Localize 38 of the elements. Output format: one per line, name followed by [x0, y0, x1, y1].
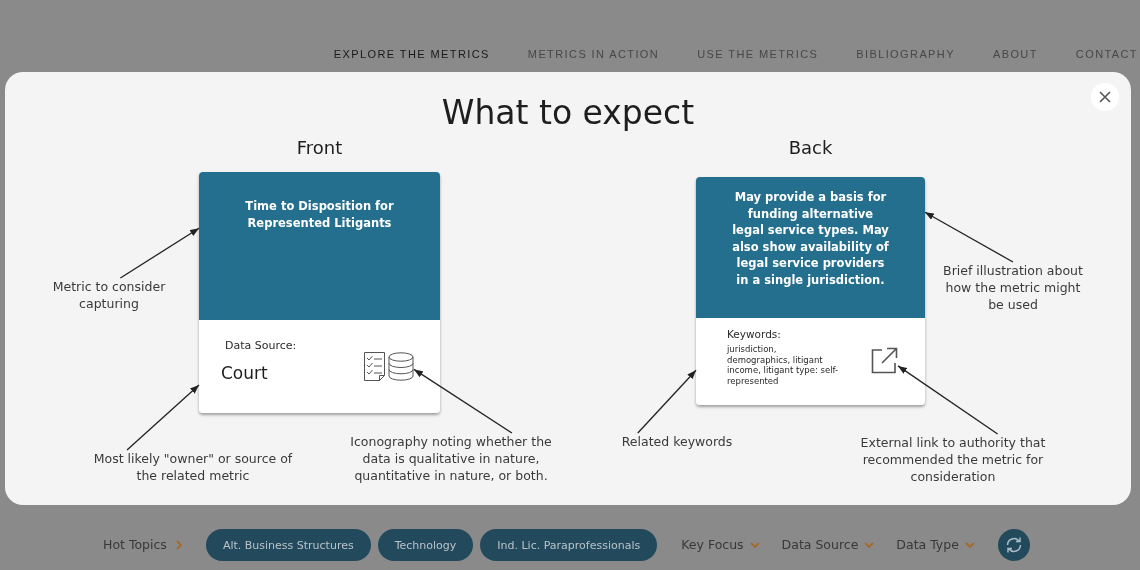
nav-link: METRICS IN ACTION	[527, 48, 660, 61]
dialog-title: What to expect	[441, 93, 695, 132]
nav-link: USE THE METRICS	[697, 48, 819, 61]
nav-link: ABOUT	[992, 48, 1038, 61]
topic-filter-button: Technology	[377, 529, 474, 561]
usage-description: May provide a basis for funding alternative legal service types. May also show availability of legal service providers in a single jurisdiction.	[731, 189, 890, 288]
annotation-text: Most likely "owner" or source of the related metric	[93, 450, 293, 484]
annotation-text: External link to authority that recommended the metric for consideration	[860, 434, 1046, 485]
nav-link: EXPLORE THE METRICS	[333, 48, 490, 61]
filter-dropdown: Key Focus	[681, 537, 760, 553]
nav-link: BIBLIOGRAPHY	[856, 48, 955, 61]
leader-arrow	[897, 365, 999, 435]
keywords-label: Keywords:	[727, 328, 782, 341]
leader-arrow	[413, 368, 513, 434]
leader-arrow	[119, 227, 200, 279]
topics-menu-link: Hot Topics	[103, 537, 182, 553]
data-source-label: Data Source:	[225, 339, 298, 353]
side-heading: Back	[788, 137, 833, 158]
leader-arrow	[126, 384, 200, 451]
card-header-panel	[696, 177, 925, 318]
data-source-value: Court	[221, 363, 269, 384]
card-header-panel	[199, 172, 440, 320]
topic-filter-button: Ind. Lic. Paraprofessionals	[480, 529, 658, 561]
keywords-text: jurisdiction, demographics, litigant income, litigant type: self-represented	[727, 344, 840, 386]
annotation-text: Iconography noting whether the data is qualitative in nature, quantitative in nature, or both.	[349, 433, 553, 484]
filter-dropdown: Data Type	[896, 537, 975, 553]
filter-dropdown: Data Source	[781, 537, 875, 553]
annotation-text: Related keywords	[621, 433, 733, 450]
leader-arrow	[637, 369, 697, 434]
leader-arrow	[924, 211, 1014, 263]
side-heading: Front	[296, 137, 343, 158]
metric-title: Time to Disposition for Represented Litigants	[244, 198, 395, 232]
annotation-text: Brief illustration about how the metric might be used	[942, 262, 1084, 313]
card-footer-panel	[199, 320, 440, 413]
card-footer-panel	[696, 318, 925, 405]
annotation-text: Metric to consider capturing	[52, 278, 166, 312]
topic-filter-button: Alt. Business Structures	[205, 529, 371, 561]
nav-link: CONTACT	[1075, 48, 1138, 61]
